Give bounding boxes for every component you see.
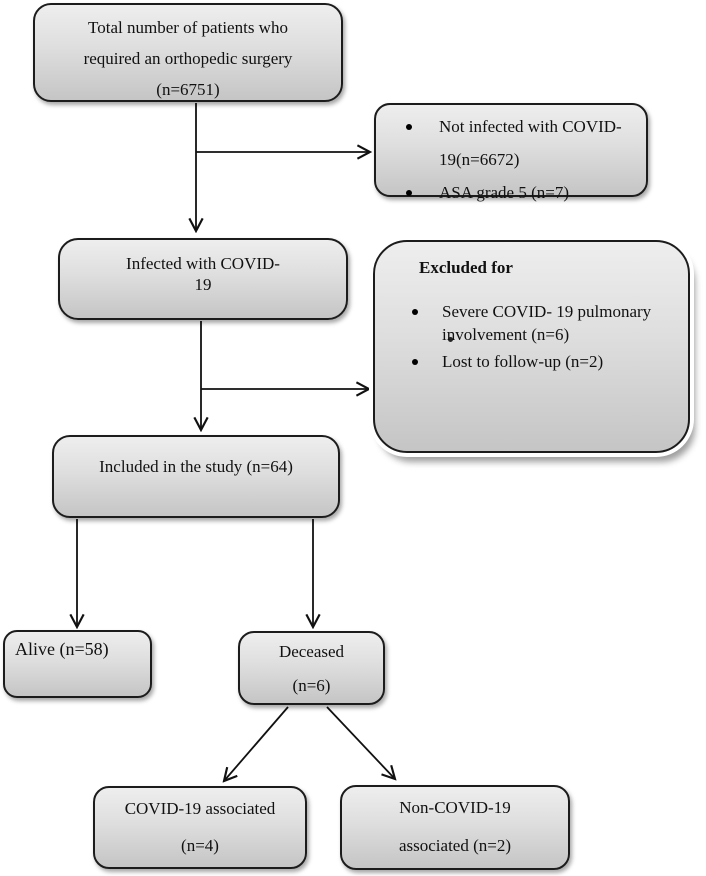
node-not-infected-exclusions: Not infected with COVID-19(n=6672) ASA g… — [374, 103, 648, 202]
covid-associated-line1: COVID-19 associated — [124, 799, 276, 818]
arrow-deceased-to-non-covid-associated — [326, 706, 395, 779]
total-patients-line1: Total number of patients who — [88, 18, 288, 37]
node-deceased: Deceased (n=6) — [238, 631, 385, 705]
total-patients-line3: (n=6751) — [156, 80, 220, 99]
ink-dot-artifact — [448, 337, 453, 342]
arrow-deceased-to-covid-associated — [224, 706, 289, 781]
not-infected-bullet-2: ASA grade 5 (n=7) — [439, 183, 569, 202]
excluded-title: Excluded for — [419, 258, 513, 277]
alive-label: Alive (n=58) — [15, 639, 109, 659]
excluded-bullet-1: Severe COVID- 19 pulmonary involvement (… — [442, 302, 652, 344]
node-non-covid-associated: Non-COVID-19 associated (n=2) — [340, 785, 570, 870]
node-excluded-for: Excluded for Severe COVID- 19 pulmonary … — [373, 240, 690, 453]
bullet-icon — [406, 124, 412, 130]
not-infected-bullet-row-1: Not infected with COVID-19(n=6672) — [376, 110, 646, 176]
bullet-icon — [412, 359, 418, 365]
total-patients-line2: required an orthopedic surgery — [83, 49, 293, 68]
included-label: Included in the study (n=64) — [99, 457, 293, 476]
deceased-line2: (n=6) — [292, 676, 331, 695]
node-covid-associated: COVID-19 associated (n=4) — [93, 786, 307, 869]
excluded-bullet-list: Severe COVID- 19 pulmonary involvement (… — [375, 300, 688, 373]
node-infected: Infected with COVID- 19 — [58, 238, 348, 320]
non-covid-associated-line1: Non-COVID-19 — [399, 798, 511, 817]
node-alive: Alive (n=58) — [3, 630, 152, 698]
infected-line1: Infected with COVID- — [126, 254, 280, 273]
covid-associated-line2: (n=4) — [181, 836, 219, 855]
not-infected-bullet-row-2: ASA grade 5 (n=7) — [376, 176, 646, 209]
infected-line2: 19 — [194, 275, 212, 294]
bullet-icon — [406, 190, 412, 196]
excluded-bullet-row-1: Severe COVID- 19 pulmonary involvement (… — [375, 300, 688, 346]
excluded-bullet-2: Lost to follow-up (n=2) — [442, 352, 604, 371]
node-included: Included in the study (n=64) — [52, 435, 340, 518]
not-infected-bullet-1: Not infected with COVID-19(n=6672) — [439, 117, 622, 169]
node-total-patients: Total number of patients who required an… — [33, 3, 343, 102]
deceased-line1: Deceased — [278, 642, 345, 661]
excluded-bullet-row-2: Lost to follow-up (n=2) — [375, 350, 688, 373]
bullet-icon — [412, 309, 418, 315]
non-covid-associated-line2: associated (n=2) — [398, 836, 512, 855]
